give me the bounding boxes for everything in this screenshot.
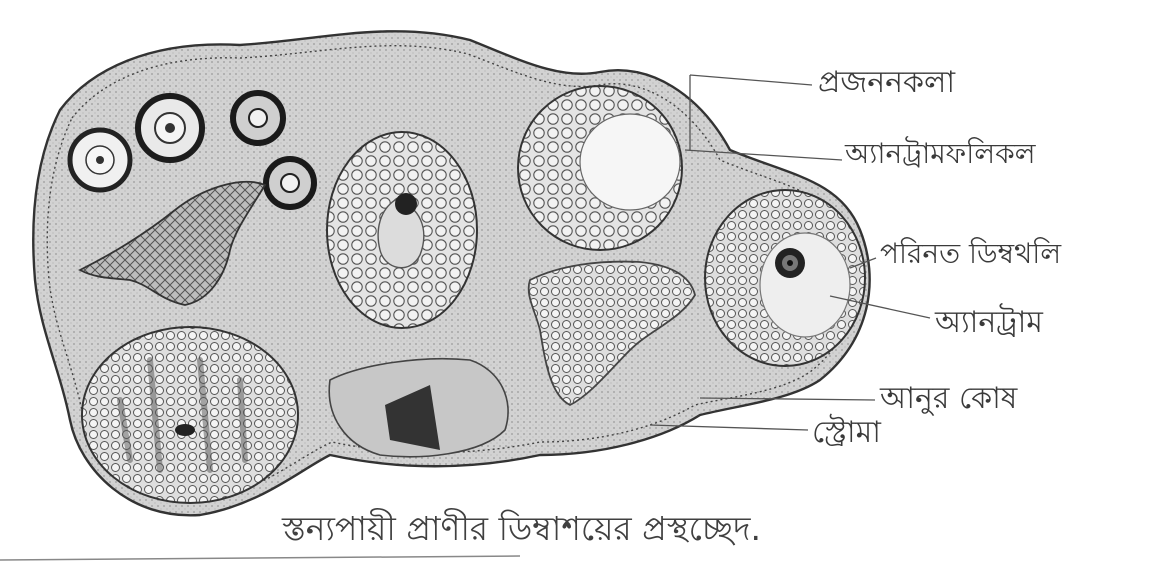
label-mature-ovum: পরিনত ডিম্বথলি bbox=[880, 240, 1061, 268]
antral-follicle bbox=[518, 86, 682, 250]
diagram-caption: স্তন্যপায়ী প্রাণীর ডিম্বাশয়ের প্রস্থচ্… bbox=[282, 512, 761, 545]
bottom-rule bbox=[0, 556, 520, 560]
label-graafian-follicle: অ্যানট্রামফলিকল bbox=[845, 140, 1036, 168]
label-corpus-luteum: আনুর কোষ bbox=[880, 384, 1017, 414]
corpus-luteum bbox=[82, 327, 298, 503]
secondary-follicle bbox=[327, 132, 477, 328]
label-stroma: স্ট্রোমা bbox=[812, 418, 881, 448]
label-antrum: অ্যানট্রাম bbox=[935, 308, 1043, 338]
graafian-follicle bbox=[705, 190, 865, 366]
corpus-albicans bbox=[329, 359, 508, 457]
label-germinal-epithelium: প্রজননকলা bbox=[818, 68, 955, 98]
